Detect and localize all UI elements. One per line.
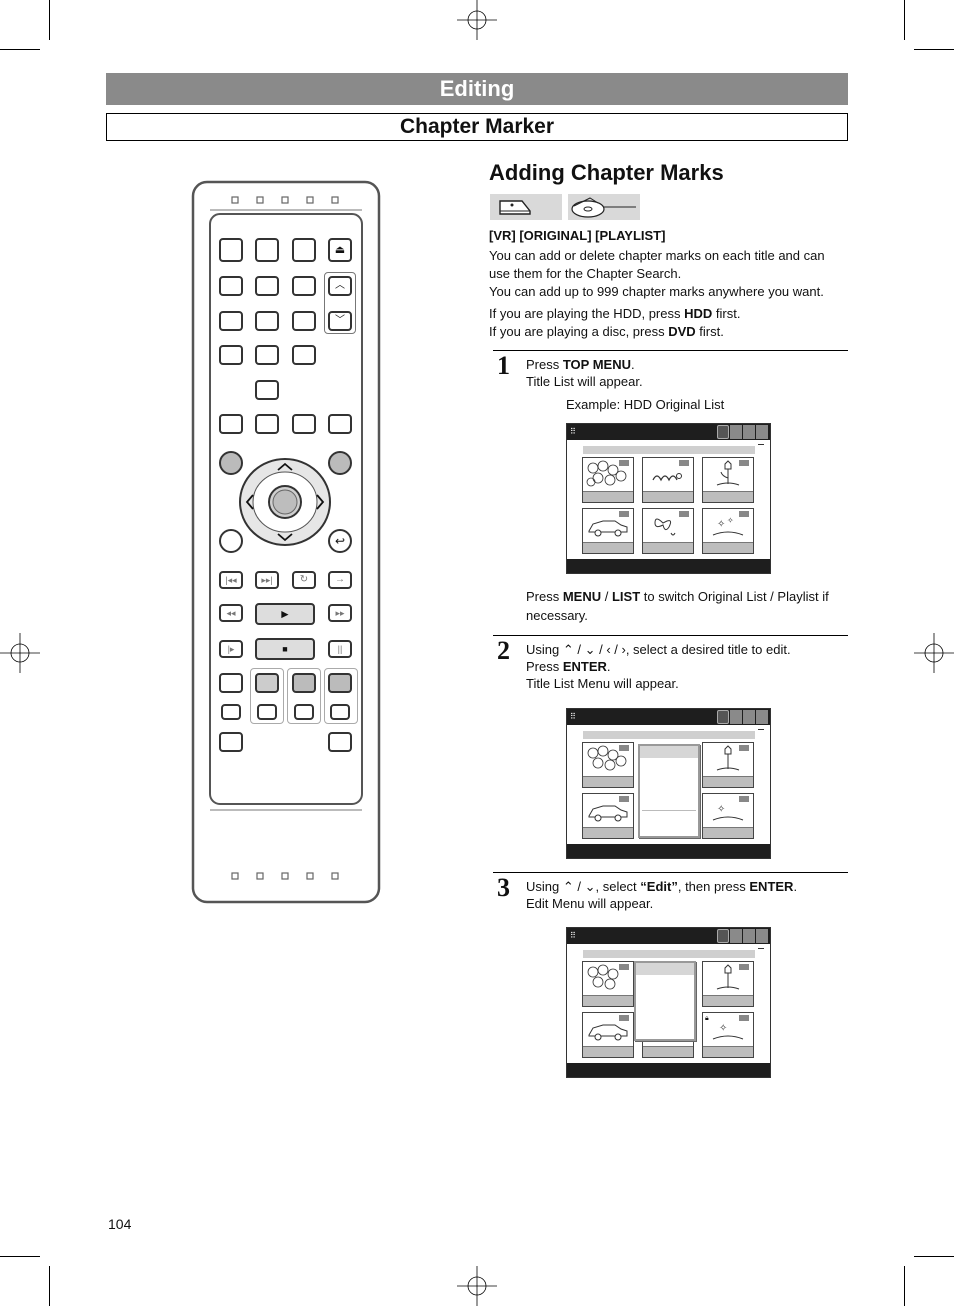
channel-up-icon: ︿	[328, 276, 352, 296]
svg-text:✧: ✧	[717, 804, 725, 815]
crop-mark	[914, 1256, 954, 1257]
grid-icon: ⠿	[570, 712, 576, 721]
title-list-screen: ⠿ ✧✧	[566, 423, 771, 574]
thumbnail-flowers	[582, 742, 634, 788]
dvd-icon	[568, 194, 640, 220]
step-1-example: Example: HDD Original List	[566, 397, 725, 412]
format-tags: [VR] [ORIGINAL] [PLAYLIST]	[489, 228, 666, 243]
step-divider	[493, 350, 848, 351]
step-icon: |▸	[219, 640, 243, 658]
thumbnail-car	[582, 508, 634, 554]
hdd-icon	[490, 194, 562, 220]
thumbnail-stars: ✧✧	[702, 508, 754, 554]
eject-icon: ⏏	[328, 238, 352, 262]
step-number: 1	[497, 351, 510, 380]
step-divider	[493, 635, 848, 636]
crop-mark	[904, 1266, 905, 1306]
crop-mark	[49, 0, 50, 40]
fast-forward-icon: ▸▸	[328, 604, 352, 622]
step-3-text: Using ⌃ / ⌄, select “Edit”, then press E…	[526, 879, 798, 911]
thumbnail-flowers	[582, 961, 634, 1007]
thumbnail-tulip	[702, 742, 754, 788]
step-divider	[493, 872, 848, 873]
thumbnail-car	[582, 1012, 634, 1058]
thumbnail-tulip	[702, 457, 754, 503]
grid-icon: ⠿	[570, 931, 576, 940]
replay-icon: ↻	[292, 571, 316, 589]
thumbnail-tulip	[702, 961, 754, 1007]
thumbnail-stars: ✧	[702, 793, 754, 839]
svg-text:✧: ✧	[717, 519, 725, 530]
edit-menu-popup	[634, 961, 696, 1041]
registration-mark-icon	[457, 0, 497, 40]
intro-paragraph: You can add or delete chapter marks on e…	[489, 248, 825, 299]
stop-icon: ■	[255, 638, 315, 660]
skip-back-icon: |◂◂	[219, 571, 243, 589]
thumbnail-butterfly	[642, 508, 694, 554]
edit-menu-screen: ⠿ 🔒︎ ✧	[566, 927, 771, 1078]
prereq-paragraph: If you are playing the HDD, press HDD fi…	[489, 306, 741, 339]
sub-title: Chapter Marker	[106, 113, 848, 141]
step-number: 2	[497, 636, 510, 665]
thumbnail-flowers	[582, 457, 634, 503]
svg-text:✧: ✧	[719, 1023, 727, 1034]
registration-mark-icon	[0, 633, 40, 673]
crop-mark	[904, 0, 905, 40]
crop-mark	[49, 1266, 50, 1306]
skip-forward-icon: ▸▸|	[255, 571, 279, 589]
step-1-text: Press TOP MENU. Title List will appear.	[526, 357, 643, 389]
arrow-keys-icon: ⌃ / ⌄ / ‹ / ›	[562, 642, 626, 657]
page-number: 104	[108, 1216, 132, 1232]
lock-icon: 🔒︎	[705, 1015, 709, 1022]
banner-title: Editing	[106, 73, 848, 105]
crop-mark	[0, 49, 40, 50]
rewind-icon: ◂◂	[219, 604, 243, 622]
return-icon: ↩	[328, 529, 352, 553]
step-1-note: Press MENU / LIST to switch Original Lis…	[526, 589, 829, 623]
grid-icon: ⠿	[570, 427, 576, 436]
pause-icon: ||	[328, 640, 352, 658]
crop-mark	[914, 49, 954, 50]
title-list-menu-screen: ⠿ ✧	[566, 708, 771, 859]
thumbnail-caterpillar	[642, 457, 694, 503]
arrow-keys-icon: ⌃ / ⌄	[562, 879, 596, 894]
registration-mark-icon	[914, 633, 954, 673]
registration-mark-icon	[457, 1266, 497, 1306]
svg-text:✧: ✧	[727, 516, 734, 525]
skip-icon: →	[328, 571, 352, 589]
step-number: 3	[497, 873, 510, 902]
crop-mark	[0, 1256, 40, 1257]
title-list-menu-popup	[638, 744, 700, 838]
dpad-icon	[239, 458, 331, 546]
step-2-text: Using ⌃ / ⌄ / ‹ / ›, select a desired ti…	[526, 642, 791, 691]
thumbnail-car	[582, 793, 634, 839]
section-title: Adding Chapter Marks	[489, 160, 724, 185]
play-icon: ►	[255, 603, 315, 625]
thumbnail-stars: 🔒︎ ✧	[702, 1012, 754, 1058]
channel-down-icon: ﹀	[328, 311, 352, 331]
